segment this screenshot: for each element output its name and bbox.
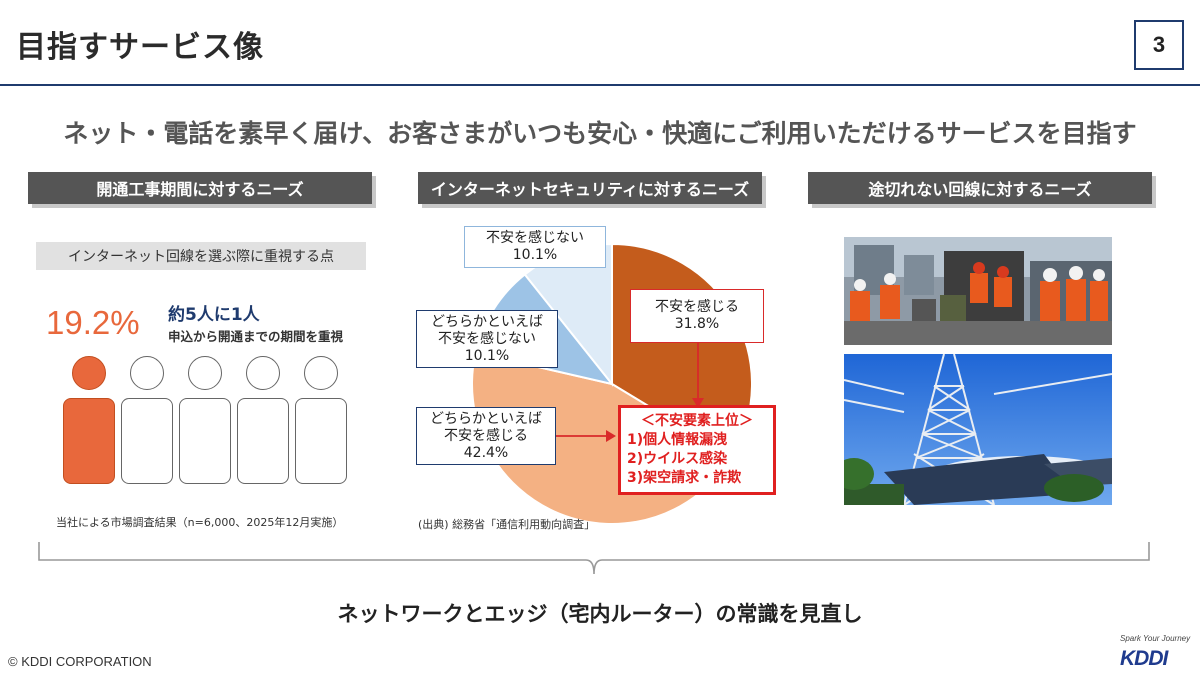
top-concerns-box: ＜不安要素上位＞ 1)個人情報漏洩 2)ウイルス感染 3)架空請求・詐欺 bbox=[618, 405, 776, 495]
survey-note: 当社による市場調査結果（n=6,000、2025年12月実施） bbox=[56, 516, 344, 529]
person-body-icon bbox=[295, 398, 347, 484]
person-body-icon bbox=[63, 398, 115, 484]
concern-item: 1)個人情報漏洩 bbox=[627, 432, 728, 448]
person-body-icon bbox=[121, 398, 173, 484]
person-icon-highlighted bbox=[72, 356, 106, 390]
page-subtitle: ネット・電話を素早く届け、お客さまがいつも安心・快適にご利用いただけるサービスを… bbox=[63, 119, 1137, 148]
workers-photo bbox=[844, 237, 1112, 345]
person-icon bbox=[130, 356, 164, 390]
pie-label-text: どちらかといえば 不安を感じる bbox=[430, 410, 542, 444]
kddi-logo-text: KDDI bbox=[1120, 647, 1169, 668]
person-icon bbox=[246, 356, 280, 390]
priority-text: 申込から開通までの期間を重視 bbox=[168, 329, 344, 344]
pie-label-text: 不安を感じない bbox=[486, 230, 584, 246]
page-title: 目指すサービス像 bbox=[16, 30, 264, 65]
concern-item: 3)架空請求・詐欺 bbox=[627, 470, 742, 486]
brand-tagline: Spark Your Journey bbox=[1120, 634, 1191, 643]
pie-label-value: 10.1% bbox=[464, 347, 510, 364]
pie-label-not-anxious: 不安を感じない 10.1% bbox=[464, 226, 606, 268]
pie-label-text: どちらかといえば 不安を感じない bbox=[431, 313, 543, 347]
survey-question-label: インターネット回線を選ぶ際に重視する点 bbox=[36, 242, 366, 270]
pie-label-value: 42.4% bbox=[463, 444, 509, 461]
pie-label-value: 31.8% bbox=[674, 316, 720, 332]
section-header-security: インターネットセキュリティに対するニーズ bbox=[418, 172, 762, 204]
one-in-five-text: 約5人に1人 bbox=[168, 305, 260, 325]
pie-label-value: 10.1% bbox=[512, 247, 558, 263]
source-note: (出典) 総務省「通信利用動向調査」 bbox=[418, 518, 596, 531]
person-body-icon bbox=[179, 398, 231, 484]
person-body-icon bbox=[237, 398, 289, 484]
pie-label-text: 不安を感じる bbox=[655, 299, 739, 315]
summary-bracket bbox=[38, 542, 1150, 575]
person-icon bbox=[188, 356, 222, 390]
section-header-installation: 開通工事期間に対するニーズ bbox=[28, 172, 372, 204]
top-concerns-title: ＜不安要素上位＞ bbox=[641, 413, 753, 429]
kddi-logo: KDDI bbox=[1120, 647, 1170, 668]
concern-item: 2)ウイルス感染 bbox=[627, 451, 728, 467]
person-icon bbox=[304, 356, 338, 390]
pie-label-somewhat-not-anxious: どちらかといえば 不安を感じない 10.1% bbox=[416, 310, 558, 368]
pie-label-anxious: 不安を感じる 31.8% bbox=[630, 289, 764, 343]
page-number: 3 bbox=[1134, 20, 1184, 70]
pie-label-somewhat-anxious: どちらかといえば 不安を感じる 42.4% bbox=[416, 407, 556, 465]
title-divider bbox=[0, 84, 1200, 86]
conclusion-text: ネットワークとエッジ（宅内ルーター）の常識を見直し bbox=[337, 602, 863, 626]
copyright: © KDDI CORPORATION bbox=[8, 654, 152, 669]
section-header-reliable: 途切れない回線に対するニーズ bbox=[808, 172, 1152, 204]
installation-percent: 19.2% bbox=[46, 304, 140, 341]
tower-photo bbox=[844, 354, 1112, 505]
somewhat-arrow-head bbox=[606, 430, 616, 442]
